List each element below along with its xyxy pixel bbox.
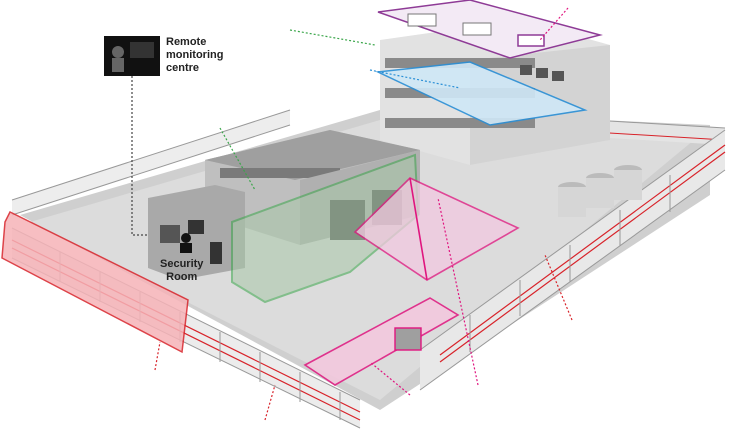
remote-monitoring-icon <box>104 36 160 76</box>
connector-lines <box>131 7 573 421</box>
roof-skylight <box>462 22 492 36</box>
roof-skylight <box>517 34 545 47</box>
security-label-line1: Security <box>160 258 204 270</box>
perimeter-fence-right <box>419 129 726 391</box>
remote-label-line3: centre <box>166 62 200 74</box>
storage-tanks <box>558 165 642 217</box>
roof-skylight <box>407 13 437 27</box>
security-room-label: Security Room <box>160 258 203 284</box>
perimeter-fence-zone-left <box>1 210 189 354</box>
gatehouse <box>394 327 422 351</box>
remote-label-line1: Remote <box>166 36 207 48</box>
building-wall-detection-zone <box>231 153 420 304</box>
security-chair-icon <box>180 233 192 253</box>
floor-detection-zone <box>375 61 588 126</box>
yard-volumetric-zone <box>353 177 520 281</box>
gate-access-zone <box>303 297 460 386</box>
remote-monitoring-label: Remote monitoring centre <box>166 36 223 75</box>
security-room-block <box>148 185 245 280</box>
perimeter-fence-back-left <box>11 109 291 216</box>
security-label-line2: Room <box>166 271 198 283</box>
remote-label-line2: monitoring <box>166 49 224 61</box>
